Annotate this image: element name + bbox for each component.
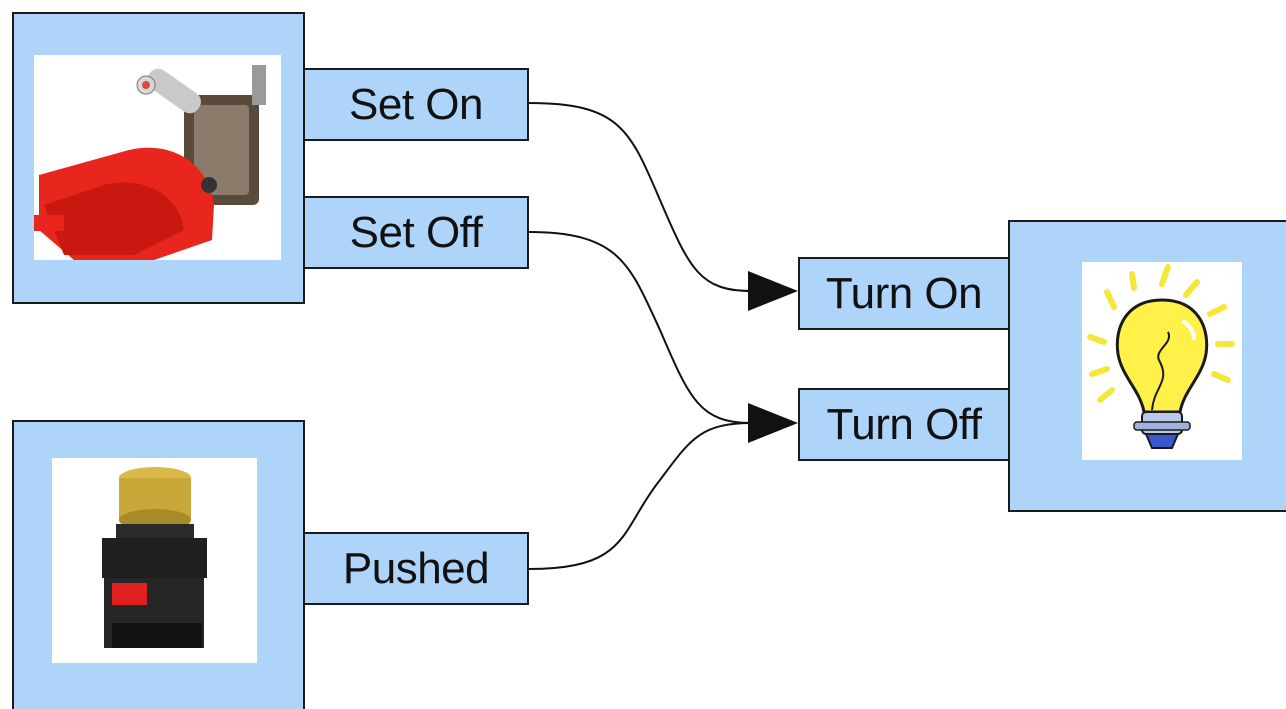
port-set-on[interactable]: Set On <box>303 68 529 141</box>
toggle-switch-icon <box>34 65 266 260</box>
port-turn-off[interactable]: Turn Off <box>798 388 1010 461</box>
port-turn-on[interactable]: Turn On <box>798 257 1010 330</box>
wire-set-on-to-turn-on <box>528 102 753 292</box>
light-bulb-icon <box>1087 264 1235 449</box>
push-button-image <box>52 458 257 663</box>
wire-set-off-to-turn-off <box>528 231 753 424</box>
port-pushed[interactable]: Pushed <box>303 532 529 605</box>
push-button-icon <box>102 467 207 648</box>
arrowhead-turn-off <box>748 403 798 443</box>
port-set-off[interactable]: Set Off <box>303 196 529 269</box>
light-bulb-image <box>1082 262 1242 460</box>
wire-pushed-to-turn-off <box>528 422 753 570</box>
toggle-switch-image <box>34 55 281 260</box>
arrowhead-turn-on <box>748 271 798 311</box>
